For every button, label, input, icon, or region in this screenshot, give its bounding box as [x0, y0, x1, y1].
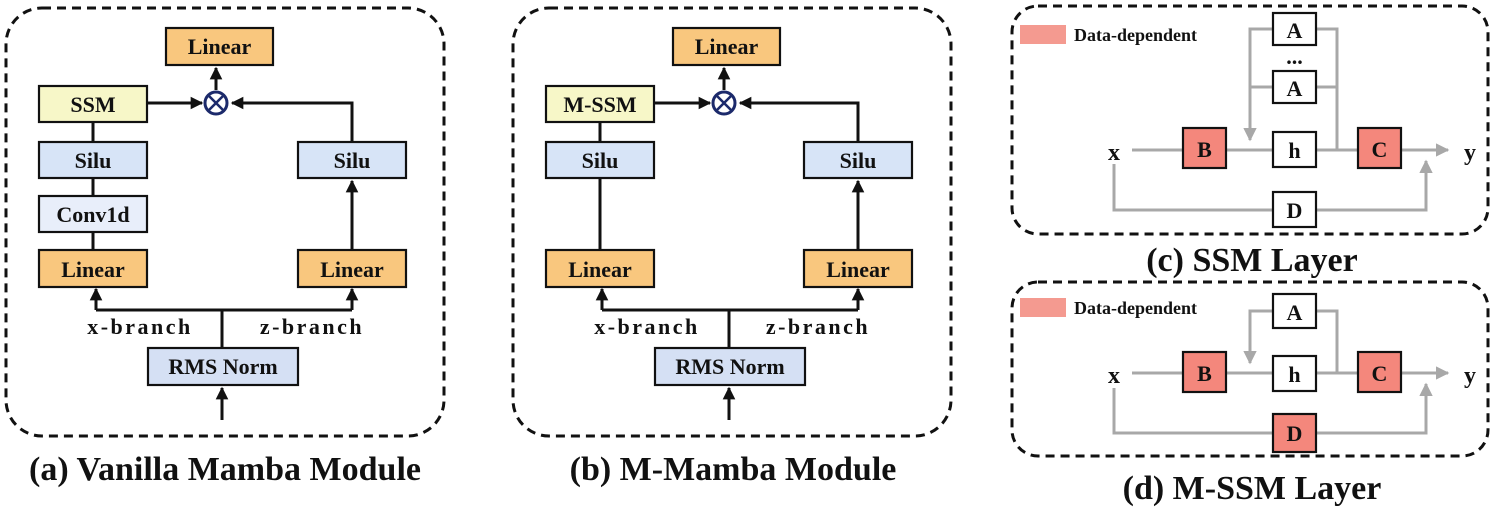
mssm-x-d-line [1112, 388, 1273, 435]
mmamba-top-linear-label: Linear [695, 34, 759, 59]
vanilla-ssm-label: SSM [70, 92, 115, 117]
panel-mssm-layer: Data-dependent A x B h C y D (d) M-SSM L… [1010, 280, 1490, 507]
mssm-legend-label: Data-dependent [1074, 298, 1197, 318]
ssm-y-label: y [1464, 140, 1476, 166]
vanilla-x-branch-label: x-branch [87, 314, 193, 339]
mmamba-ssm-label: M-SSM [563, 92, 637, 117]
mssm-h-label: h [1288, 362, 1300, 387]
right-silu-multiply-arrow [230, 96, 354, 142]
mssm-b-label: B [1197, 361, 1212, 386]
ssm-b-box [1181, 126, 1228, 170]
vanilla-z-branch-label: z-branch [260, 314, 364, 339]
mssm-x-label: x [1108, 363, 1120, 389]
ssm-d-y-arrow [1316, 159, 1433, 212]
mm-right-silu-multiply-arrow [738, 96, 860, 142]
vanilla-left-silu-label: Silu [75, 148, 112, 173]
mmamba-top-linear-box [671, 26, 782, 67]
ssm-d-label: D [1287, 198, 1303, 223]
ssm-a-top-box [1271, 11, 1318, 47]
mssm-d-box [1271, 412, 1318, 454]
mmamba-caption: (b) M-Mamba Module [570, 451, 897, 488]
mmamba-right-silu-label: Silu [840, 148, 877, 173]
mmamba-left-silu-box [544, 140, 656, 180]
mssm-c-label: C [1372, 361, 1388, 386]
ssm-legend-swatch [1020, 25, 1066, 44]
mssm-c-box [1356, 350, 1403, 394]
vanilla-left-silu-box [37, 140, 149, 180]
vanilla-right-linear-box [296, 248, 408, 289]
mssm-d-y-arrow [1316, 382, 1433, 435]
vanilla-top-linear-label: Linear [188, 34, 252, 59]
mmamba-z-branch-label: z-branch [766, 314, 870, 339]
mssm-h-a-line [1316, 309, 1339, 373]
vanilla-right-silu-box [296, 140, 408, 180]
panel-mmamba-border [511, 6, 953, 438]
mssm-b-box [1181, 350, 1228, 394]
ssm-x-d-line [1112, 164, 1273, 212]
vanilla-norm-box [146, 346, 300, 387]
vanilla-conv-box [37, 194, 149, 234]
multiply-cross [207, 94, 225, 112]
mmamba-left-linear-label: Linear [568, 257, 632, 282]
mmamba-left-linear-box [544, 248, 656, 289]
vanilla-norm-label: RMS Norm [168, 354, 277, 379]
mmamba-right-linear-box [802, 248, 914, 289]
vanilla-right-linear-label: Linear [320, 257, 384, 282]
ssm-b-label: B [1197, 137, 1212, 162]
panel-vanilla-mamba: Linear SSM Silu Conv1d Linear Silu Linea… [4, 6, 446, 488]
mssm-legend-swatch [1020, 298, 1066, 317]
ssm-a-bottom-box [1271, 69, 1318, 105]
ssm-x-label: x [1108, 140, 1120, 166]
ssm-legend-label: Data-dependent [1074, 25, 1197, 45]
panel-mssm-border [1010, 280, 1490, 458]
mmamba-norm-label: RMS Norm [675, 354, 784, 379]
ssm-c-label: C [1372, 137, 1388, 162]
mssm-a-label: A [1287, 300, 1303, 325]
ssm-c-box [1356, 126, 1403, 170]
vanilla-caption: (a) Vanilla Mamba Module [29, 451, 421, 488]
mmamba-ssm-box [544, 84, 656, 124]
mmamba-right-silu-box [802, 140, 914, 180]
ssm-h-label: h [1288, 138, 1300, 163]
vanilla-right-silu-label: Silu [334, 148, 371, 173]
vanilla-conv-label: Conv1d [56, 202, 129, 227]
panel-vanilla-border [4, 6, 446, 438]
mssm-a-box [1271, 292, 1318, 330]
mssm-d-label: D [1287, 421, 1303, 446]
ssm-h-box [1271, 130, 1318, 169]
panel-ssm-border [1010, 4, 1490, 236]
mmamba-x-branch-label: x-branch [594, 314, 700, 339]
mm-multiply-cross [715, 94, 733, 112]
panel-ssm-layer: Data-dependent A ... A x B h C y D (c) S… [1010, 4, 1490, 279]
mssm-y-label: y [1464, 363, 1476, 389]
mssm-a-h-arrow [1243, 309, 1273, 365]
panel-m-mamba: Linear M-SSM Silu Linear Silu Linear x-b… [511, 6, 953, 488]
ssm-caption: (c) SSM Layer [1146, 242, 1358, 279]
mssm-h-box [1271, 354, 1318, 393]
ssm-a-top-label: A [1287, 18, 1303, 43]
mmamba-left-silu-label: Silu [582, 148, 619, 173]
ssm-d-box [1271, 190, 1318, 229]
vanilla-left-linear-box [37, 248, 149, 289]
mssm-caption: (d) M-SSM Layer [1123, 470, 1382, 507]
vanilla-left-linear-label: Linear [61, 257, 125, 282]
mmamba-norm-box [653, 346, 807, 387]
ssm-a-top-h-arrow [1243, 27, 1273, 142]
vanilla-ssm-box [37, 84, 149, 124]
ssm-h-a-top-line [1316, 27, 1339, 150]
ssm-a-bottom-label: A [1287, 76, 1303, 101]
vanilla-top-linear-box [164, 26, 275, 67]
mmamba-right-linear-label: Linear [826, 257, 890, 282]
ssm-ellipsis: ... [1286, 44, 1303, 69]
